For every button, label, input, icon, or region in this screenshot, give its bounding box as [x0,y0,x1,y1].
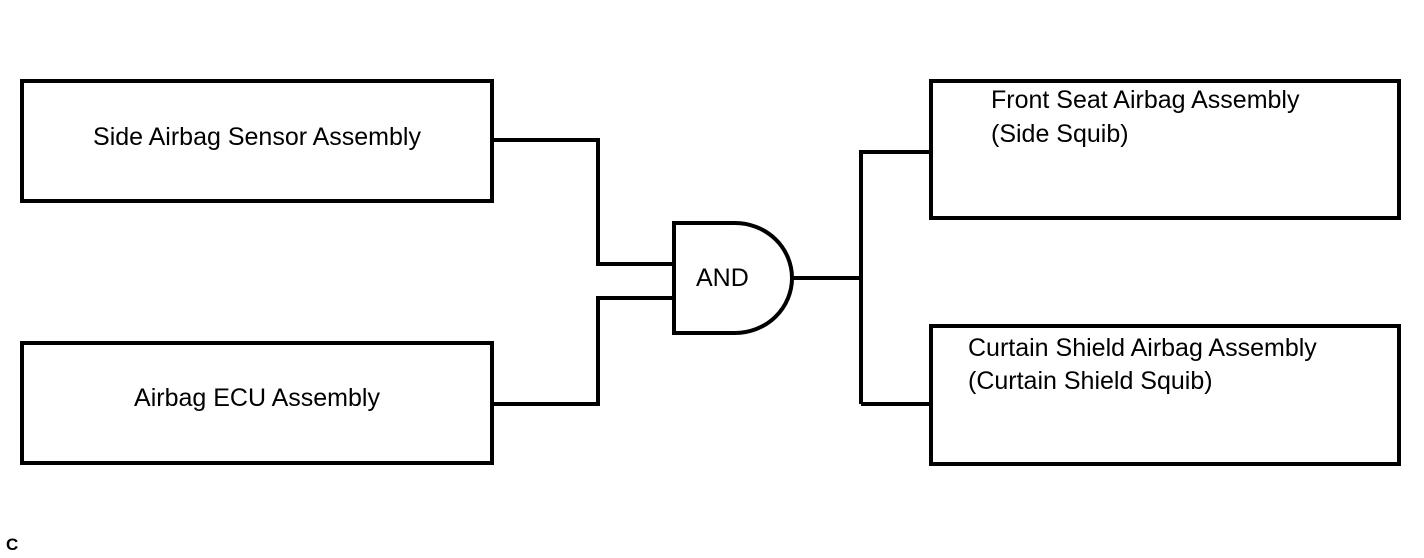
curtain-shield-airbag-label: Curtain Shield Airbag Assembly [968,334,1317,362]
airbag-ecu-box: Airbag ECU Assembly [20,341,494,465]
curtain-shield-airbag-box [929,324,1401,466]
and-gate-label: AND [696,264,749,292]
wire-ecu-to-gate [492,296,674,406]
airbag-ecu-label: Airbag ECU Assembly [134,384,380,412]
side-airbag-sensor-box: Side Airbag Sensor Assembly [20,79,494,203]
front-seat-airbag-box [929,79,1401,220]
figure-code: C [6,535,19,554]
curtain-shield-airbag-sublabel: (Curtain Shield Squib) [968,367,1213,395]
and-gate-shape [672,221,794,335]
side-airbag-sensor-label: Side Airbag Sensor Assembly [93,123,421,151]
front-seat-airbag-sublabel: (Side Squib) [991,120,1129,148]
wire-side-sensor-to-gate [492,138,674,266]
front-seat-airbag-label: Front Seat Airbag Assembly [991,86,1300,114]
